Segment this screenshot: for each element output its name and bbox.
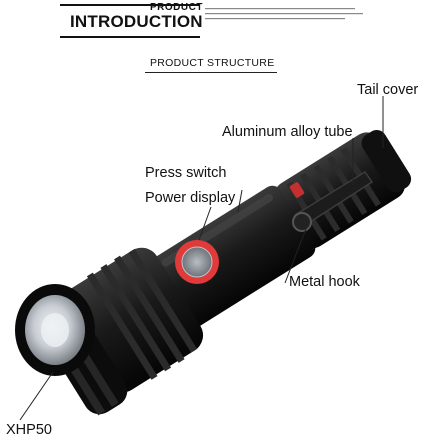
header-title: INTRODUCTION (70, 12, 203, 31)
press-switch (175, 240, 219, 284)
section-title: PRODUCT STRUCTURE (150, 57, 275, 69)
callout-press-switch: Press switch (145, 165, 227, 181)
callout-metal-hook: Metal hook (289, 274, 360, 290)
header-frame (60, 4, 200, 38)
callout-power-display: Power display (145, 190, 236, 206)
callout-aluminum-tube: Aluminum alloy tube (222, 124, 353, 140)
section-underline (145, 72, 277, 73)
flashlight-body (15, 130, 412, 416)
callout-tail-cover: Tail cover (357, 82, 419, 98)
header-small-text: PRODUCT (150, 2, 203, 13)
header-fine-print-decoration (205, 8, 365, 30)
lens (15, 284, 95, 376)
fine-print-lines-icon (205, 8, 363, 20)
callout-led: XHP50 (6, 422, 52, 438)
callout-lines (19, 96, 384, 421)
